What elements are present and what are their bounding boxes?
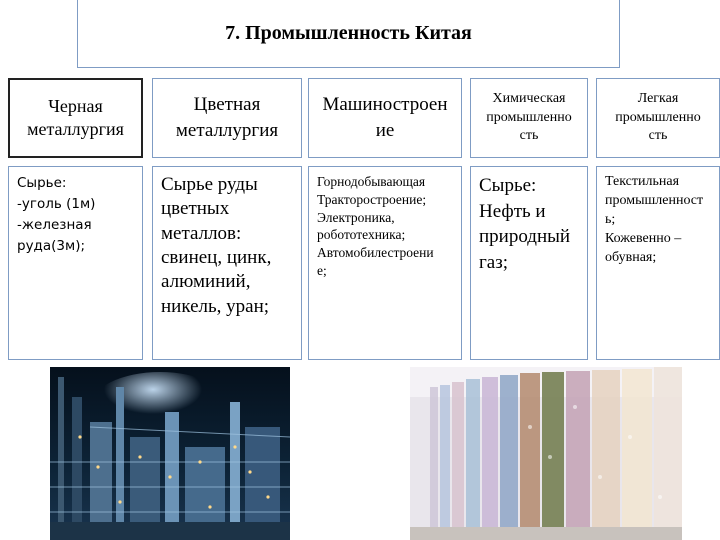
textile-fabric-photo — [410, 367, 682, 540]
industrial-plant-photo — [50, 367, 290, 540]
body-line: природный — [479, 226, 571, 248]
heading-line: металлургия — [175, 120, 279, 141]
heading-line: промышленно — [615, 109, 701, 125]
heading-line: Легкая — [637, 90, 679, 106]
heading-line: Машиностроен — [322, 94, 448, 116]
column-heading-machine-building: Машиностроен ие — [308, 78, 462, 158]
column-body-nonferrous-metallurgy: Сырье руды цветных металлов: свинец, цин… — [152, 166, 302, 360]
column-body-chemical-industry: Сырье: Нефть и природный газ; — [470, 166, 588, 360]
body-line: робототехника; — [317, 227, 406, 243]
page-title: 7. Промышленность Китая — [77, 0, 620, 68]
heading-line: промышленно — [486, 109, 572, 125]
body-line: Сырье: — [479, 175, 537, 196]
body-line: Сырье: — [17, 175, 67, 191]
body-line: свинец, цинк, — [161, 246, 272, 268]
body-line: Электроника, — [317, 209, 395, 225]
heading-line: Цветная — [193, 94, 261, 116]
body-line: Кожевенно – — [605, 230, 682, 246]
heading-line: сть — [648, 128, 668, 144]
column-heading-nonferrous-metallurgy: Цветная металлургия — [152, 78, 302, 158]
column-body-light-industry: Текстильная промышленност ь; Кожевенно –… — [596, 166, 720, 360]
body-line: е; — [317, 263, 327, 279]
body-line: металлов: — [161, 222, 242, 244]
body-line: -уголь (1м) — [17, 195, 96, 212]
body-line: руда(3м); — [17, 237, 86, 254]
body-line: никель, уран; — [161, 295, 270, 317]
heading-line: металлургия — [27, 119, 124, 139]
body-line: цветных — [161, 198, 230, 220]
body-line: Сырье руды — [161, 174, 258, 195]
heading-line: сть — [519, 128, 539, 144]
body-line: газ; — [479, 251, 509, 273]
body-line: Нефть и — [479, 200, 546, 222]
body-line: обувная; — [605, 249, 657, 265]
body-line: ь; — [605, 211, 616, 227]
column-heading-ferrous-metallurgy: Черная металлургия — [8, 78, 143, 158]
body-line: -железная — [17, 216, 92, 233]
body-line: Горнодобывающая — [317, 174, 426, 189]
body-line: Текстильная — [605, 174, 680, 189]
body-line: алюминий, — [161, 271, 251, 293]
body-line: промышленност — [605, 192, 704, 208]
heading-line: Черная — [48, 95, 103, 116]
body-line: Автомобилестроени — [317, 245, 434, 261]
column-heading-light-industry: Легкая промышленно сть — [596, 78, 720, 158]
heading-line: Химическая — [492, 90, 566, 106]
body-line: Тракторостроение; — [317, 191, 427, 207]
heading-line: ие — [375, 120, 395, 141]
column-body-ferrous-metallurgy: Сырье: -уголь (1м) -железная руда(3м); — [8, 166, 143, 360]
column-heading-chemical-industry: Химическая промышленно сть — [470, 78, 588, 158]
column-body-machine-building: Горнодобывающая Тракторостроение; Электр… — [308, 166, 462, 360]
